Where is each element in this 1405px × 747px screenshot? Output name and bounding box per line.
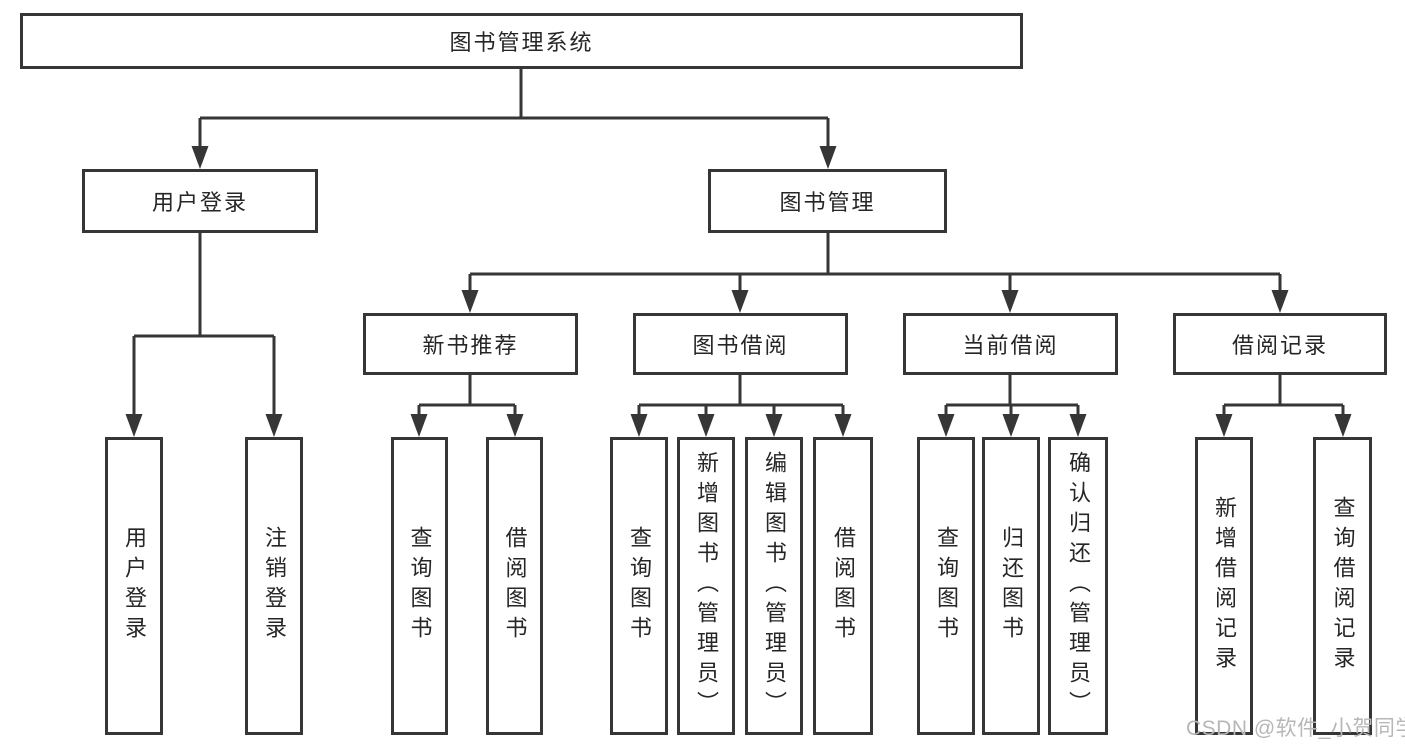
leaf-add-book-admin: 新增图书（管理员） xyxy=(677,437,735,735)
arrow-down-icon xyxy=(125,414,143,437)
leaf-user-login-label: 用户登录 xyxy=(122,526,147,646)
leaf-query-borrow-record: 查询借阅记录 xyxy=(1313,437,1372,735)
leaf-add-borrow-record: 新增借阅记录 xyxy=(1195,437,1253,735)
node-current-borrowing: 当前借阅 xyxy=(903,313,1118,375)
leaf-query-books-borrowing-label: 查询图书 xyxy=(627,526,652,646)
leaf-borrow-books-recommend-label: 借阅图书 xyxy=(502,526,528,646)
leaf-borrow-books-label: 借阅图书 xyxy=(831,526,856,646)
node-root: 图书管理系统 xyxy=(20,13,1023,69)
leaf-query-borrow-record-label: 查询借阅记录 xyxy=(1330,496,1356,676)
leaf-borrow-books-recommend: 借阅图书 xyxy=(486,437,543,735)
leaf-user-login: 用户登录 xyxy=(105,437,163,735)
node-new-book-recommend: 新书推荐 xyxy=(363,313,578,375)
arrow-down-icon xyxy=(1002,414,1020,437)
arrow-down-icon xyxy=(191,146,209,169)
arrow-down-icon xyxy=(1334,414,1352,437)
node-current-borrowing-label: 当前借阅 xyxy=(962,333,1059,358)
leaf-query-books-borrowing: 查询图书 xyxy=(610,437,668,735)
arrow-down-icon xyxy=(506,414,524,437)
arrow-down-icon xyxy=(937,414,955,437)
arrow-down-icon xyxy=(265,414,283,437)
node-borrow-records-label: 借阅记录 xyxy=(1231,333,1328,358)
node-book-borrowing-label: 图书借阅 xyxy=(692,333,789,358)
leaf-logout-label: 注销登录 xyxy=(262,526,287,646)
leaf-query-books-recommend-label: 查询图书 xyxy=(407,526,433,646)
node-borrow-records: 借阅记录 xyxy=(1173,313,1387,375)
leaf-query-books-recommend: 查询图书 xyxy=(391,437,448,735)
arrow-down-icon xyxy=(410,414,428,437)
arrow-down-icon xyxy=(630,414,648,437)
leaf-confirm-return-admin: 确认归还（管理员） xyxy=(1048,437,1108,735)
node-user-login-branch: 用户登录 xyxy=(82,169,318,233)
arrow-down-icon xyxy=(461,290,479,313)
leaf-confirm-return-admin-label: 确认归还（管理员） xyxy=(1066,451,1091,721)
node-book-management: 图书管理 xyxy=(708,169,947,233)
arrow-down-icon xyxy=(1215,414,1233,437)
leaf-return-book: 归还图书 xyxy=(982,437,1040,735)
leaf-add-borrow-record-label: 新增借阅记录 xyxy=(1212,496,1237,676)
arrow-down-icon xyxy=(834,414,852,437)
node-user-login-label: 用户登录 xyxy=(151,190,248,215)
node-book-management-label: 图书管理 xyxy=(779,190,876,215)
leaf-query-books-current-label: 查询图书 xyxy=(934,526,959,646)
arrow-down-icon xyxy=(697,414,715,437)
arrow-down-icon xyxy=(1271,290,1289,313)
leaf-edit-book-admin: 编辑图书（管理员） xyxy=(745,437,803,735)
arrow-down-icon xyxy=(819,146,837,169)
leaf-add-book-admin-label: 新增图书（管理员） xyxy=(694,451,719,721)
arrow-down-icon xyxy=(1069,414,1087,437)
node-new-book-recommend-label: 新书推荐 xyxy=(422,333,519,358)
leaf-edit-book-admin-label: 编辑图书（管理员） xyxy=(762,451,787,721)
leaf-borrow-books: 借阅图书 xyxy=(813,437,873,735)
node-root-label: 图书管理系统 xyxy=(449,30,594,55)
arrow-down-icon xyxy=(765,414,783,437)
arrow-down-icon xyxy=(731,290,749,313)
leaf-return-book-label: 归还图书 xyxy=(999,526,1024,646)
csdn-watermark: CSDN @软件_小贺同学 xyxy=(1186,717,1405,740)
leaf-query-books-current: 查询图书 xyxy=(917,437,975,735)
arrow-down-icon xyxy=(1001,290,1019,313)
node-book-borrowing: 图书借阅 xyxy=(633,313,848,375)
leaf-logout: 注销登录 xyxy=(245,437,303,735)
